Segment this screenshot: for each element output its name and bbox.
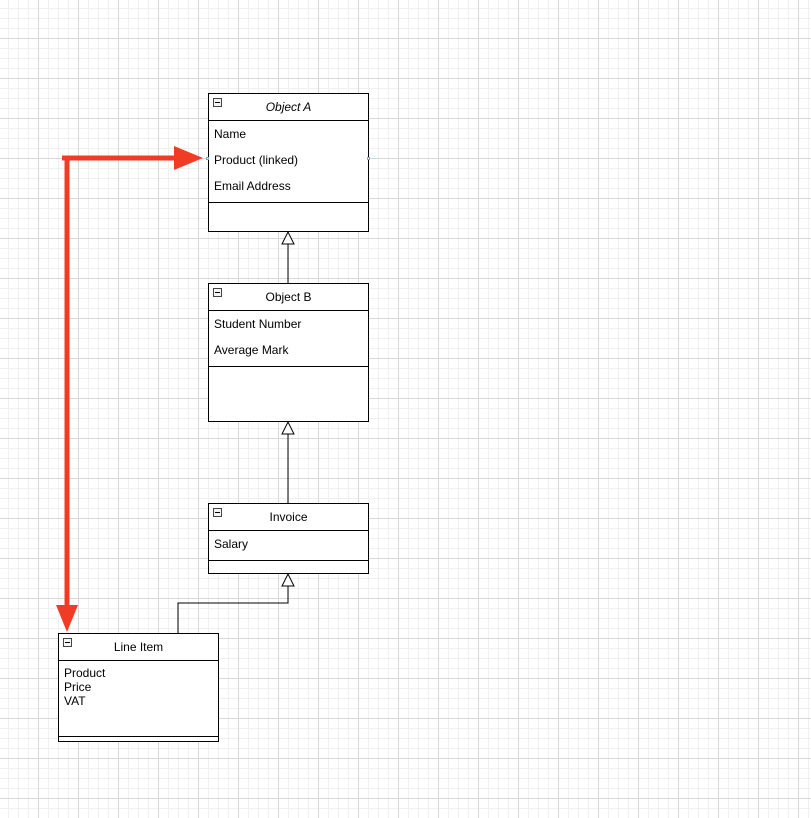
annotation-arrowhead-right (174, 146, 203, 170)
class-header[interactable]: Line Item (59, 634, 218, 661)
class-title: Object B (265, 290, 312, 304)
class-header[interactable]: Object B (209, 284, 368, 311)
attribute-section: Salary (209, 531, 368, 561)
operation-section (209, 367, 368, 422)
attribute-row[interactable]: Average Mark (214, 343, 289, 357)
annotation-arrowhead-down (56, 605, 78, 632)
attribute-section: Product Price VAT (59, 661, 218, 737)
connection-port-left[interactable] (206, 157, 209, 160)
connection-port-right[interactable] (367, 157, 370, 160)
generalization-arrowhead-b (281, 420, 295, 435)
operation-section (209, 561, 368, 573)
attribute-row[interactable]: Email Address (214, 179, 291, 193)
operation-section (209, 203, 368, 232)
collapse-icon[interactable] (213, 508, 222, 517)
attribute-row[interactable]: Salary (214, 537, 249, 551)
class-title: Line Item (113, 640, 164, 654)
class-header[interactable]: Invoice (209, 504, 368, 531)
attribute-row[interactable]: VAT (64, 694, 86, 708)
collapse-icon[interactable] (213, 98, 222, 107)
class-header[interactable]: Object A (209, 94, 368, 121)
collapse-icon[interactable] (63, 638, 72, 647)
attribute-row[interactable]: Price (64, 680, 92, 694)
generalization-arrowhead-invoice (281, 572, 295, 587)
generalization-line-lineitem-to-invoice[interactable] (177, 586, 289, 633)
class-object-b[interactable]: Object B Student Number Average Mark (208, 283, 369, 422)
attribute-row[interactable]: Name (214, 127, 247, 141)
collapse-icon[interactable] (213, 288, 222, 297)
attribute-row[interactable]: Product (64, 666, 106, 680)
annotation-arrow-line (64, 155, 176, 606)
attribute-row[interactable]: Student Number (214, 317, 302, 331)
class-invoice[interactable]: Invoice Salary (208, 503, 369, 574)
operation-section (59, 737, 218, 741)
attribute-row[interactable]: Product (linked) (214, 153, 299, 167)
generalization-arrowhead-a (281, 230, 295, 245)
attribute-section: Student Number Average Mark (209, 311, 368, 367)
attribute-section: Name Product (linked) Email Address (209, 121, 368, 203)
class-line-item[interactable]: Line Item Product Price VAT (58, 633, 219, 742)
class-object-a[interactable]: Object A Name Product (linked) Email Add… (208, 93, 369, 232)
class-title: Invoice (269, 510, 308, 524)
class-title: Object A (265, 100, 312, 114)
